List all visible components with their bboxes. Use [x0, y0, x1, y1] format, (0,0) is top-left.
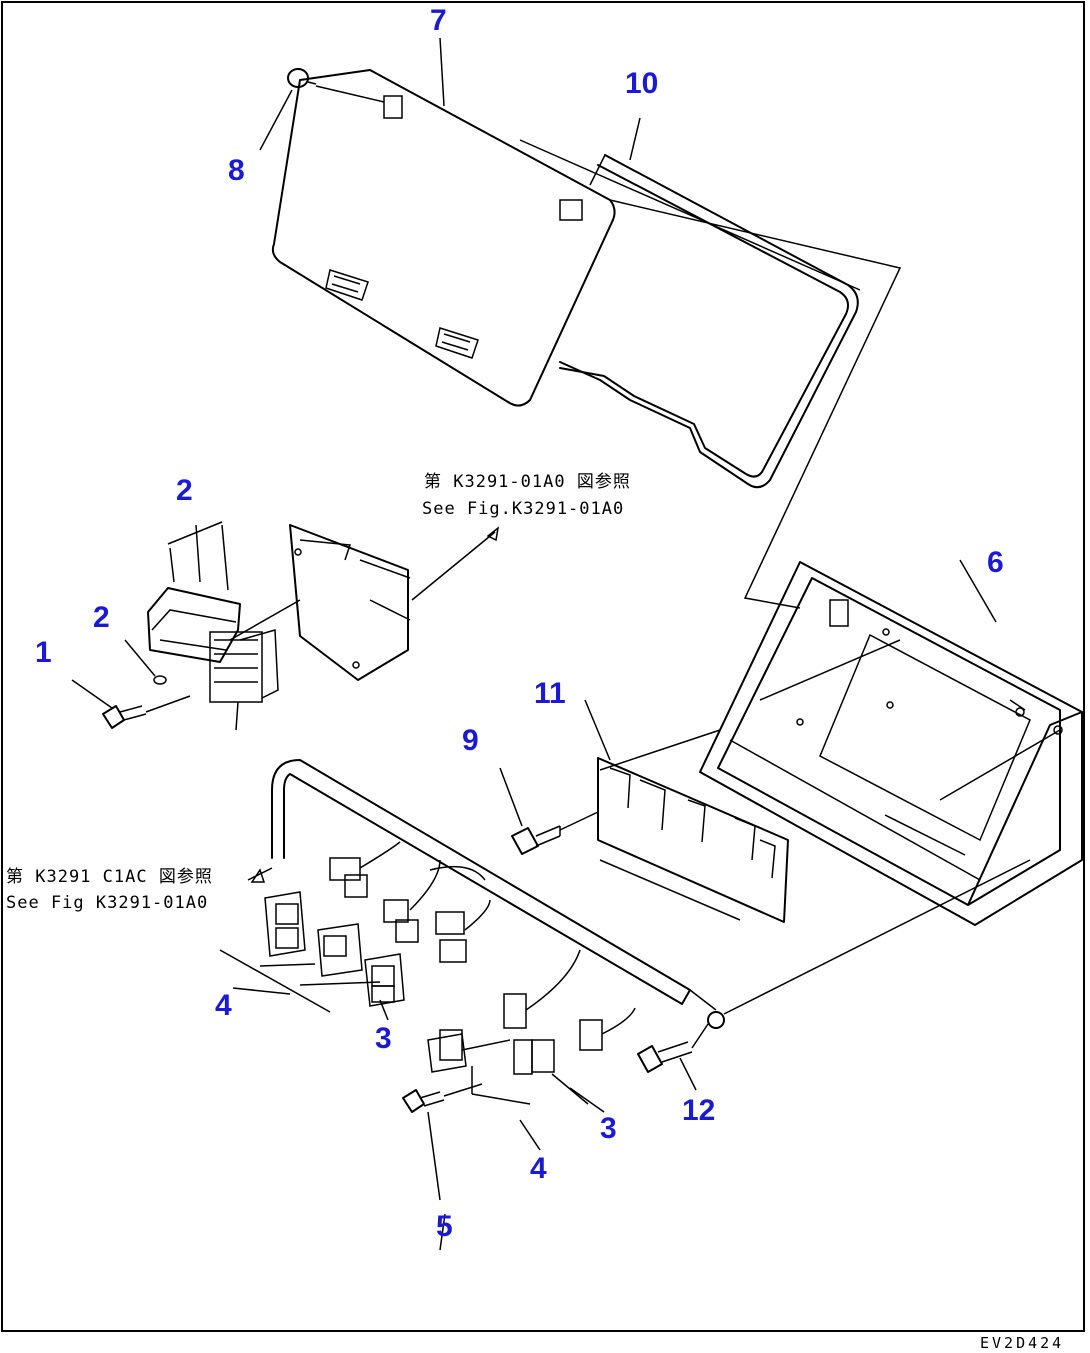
callout-8: 8 — [228, 154, 245, 187]
note-lower-ja: 第 K3291 C1AC 図参照 — [6, 867, 213, 887]
callout-2-lower: 2 — [93, 601, 110, 634]
fuse-block-assembly — [71, 521, 500, 731]
callout-3-left: 3 — [375, 1022, 392, 1055]
connectors-cluster — [219, 841, 636, 1201]
note-lower-en: See Fig K3291-01A0 — [6, 893, 208, 913]
callout-4-right: 4 — [530, 1152, 547, 1185]
part-8-knob — [259, 68, 385, 151]
callout-4-left: 4 — [215, 989, 232, 1022]
callout-12: 12 — [682, 1094, 715, 1127]
callout-1: 1 — [35, 636, 52, 669]
callout-3-right: 3 — [600, 1112, 617, 1145]
callout-9: 9 — [462, 724, 479, 757]
part-9-bolt — [499, 767, 599, 855]
part-6-box — [699, 559, 1083, 926]
part-12-bolt — [637, 859, 1031, 1091]
callout-7: 7 — [430, 4, 447, 37]
harness-bar — [247, 759, 717, 1011]
callout-11: 11 — [534, 677, 566, 710]
part-10-gasket — [559, 117, 859, 489]
drawing-frame — [1, 1, 1085, 1332]
assembly-lines — [519, 139, 902, 609]
drawing-id: EV2D424 — [980, 1334, 1064, 1352]
leader-7 — [439, 37, 445, 107]
callout-5: 5 — [436, 1210, 453, 1243]
callout-6: 6 — [987, 546, 1004, 579]
callout-2-upper: 2 — [176, 474, 193, 507]
leader-lines — [232, 987, 605, 1251]
note-upper-en: See Fig.K3291-01A0 — [422, 499, 624, 519]
note-upper-ja: 第 K3291-01A0 図参照 — [424, 472, 631, 492]
callout-10: 10 — [625, 67, 658, 100]
part-7-cover — [271, 69, 616, 407]
